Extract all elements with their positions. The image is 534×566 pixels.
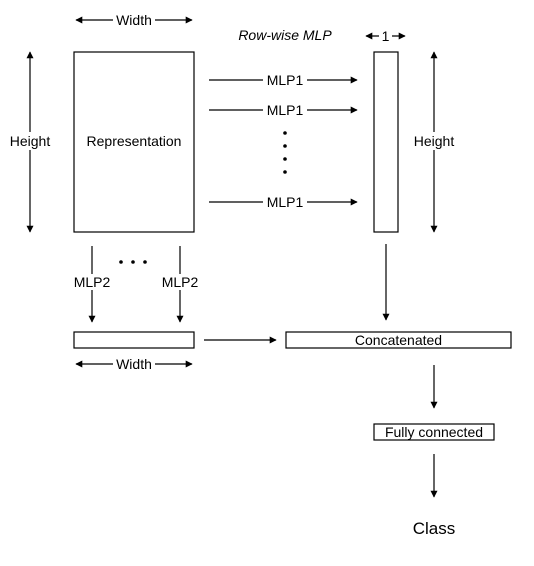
mlp2-label-left: MLP2 <box>74 274 111 290</box>
height-dimension-right: Height <box>408 51 460 233</box>
concatenated-box: Concatenated <box>285 331 512 349</box>
mlp2-arrow-left: MLP2 <box>70 246 114 323</box>
width-label-top: Width <box>116 12 152 28</box>
representation-box: Representation <box>73 51 195 233</box>
mlp1-arrow-1: MLP1 <box>209 72 358 88</box>
row-wise-mlp-label: Row-wise MLP <box>238 27 332 43</box>
column-output-box <box>73 331 195 349</box>
one-label: 1 <box>382 28 390 44</box>
one-width-dimension: 1 <box>365 28 406 44</box>
height-dimension-left: Height <box>4 51 56 233</box>
mlp2-arrow-right: MLP2 <box>158 246 202 323</box>
height-label-right: Height <box>414 133 455 149</box>
fully-connected-box: Fully connected <box>373 423 495 441</box>
mlp1-label-1: MLP1 <box>267 72 304 88</box>
width-label-bottom: Width <box>116 356 152 372</box>
width-dimension-top: Width <box>75 12 193 28</box>
mlp2-label-right: MLP2 <box>162 274 199 290</box>
mlp1-label-3: MLP1 <box>267 194 304 210</box>
fully-connected-label: Fully connected <box>385 424 483 440</box>
height-label-left: Height <box>10 133 51 149</box>
mlp1-arrow-2: MLP1 <box>209 102 358 118</box>
width-dimension-bottom: Width <box>75 356 193 372</box>
horizontal-ellipsis <box>119 260 147 264</box>
row-output-box <box>373 51 399 233</box>
vertical-ellipsis <box>283 131 287 174</box>
concatenated-label: Concatenated <box>355 332 442 348</box>
mlp1-label-2: MLP1 <box>267 102 304 118</box>
mlp1-arrow-3: MLP1 <box>209 194 358 210</box>
representation-label: Representation <box>87 133 182 149</box>
class-label: Class <box>413 519 456 538</box>
